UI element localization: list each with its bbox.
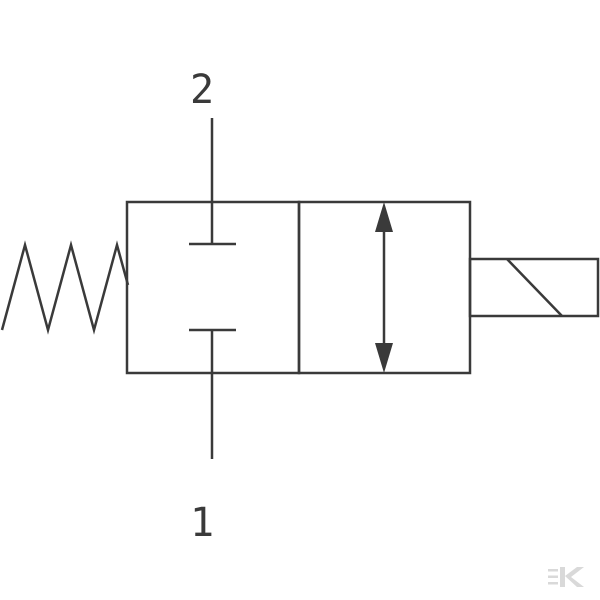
port-1-label: 1 bbox=[189, 500, 215, 546]
flow-arrow-up-icon bbox=[375, 202, 393, 232]
solenoid-actuator bbox=[468, 257, 600, 318]
solenoid-coil-diagonal bbox=[506, 258, 563, 317]
k-logo-icon bbox=[548, 567, 584, 587]
flow-arrow-down-icon bbox=[375, 343, 393, 373]
spring-icon bbox=[0, 240, 130, 335]
port-2-label: 2 bbox=[189, 67, 215, 113]
